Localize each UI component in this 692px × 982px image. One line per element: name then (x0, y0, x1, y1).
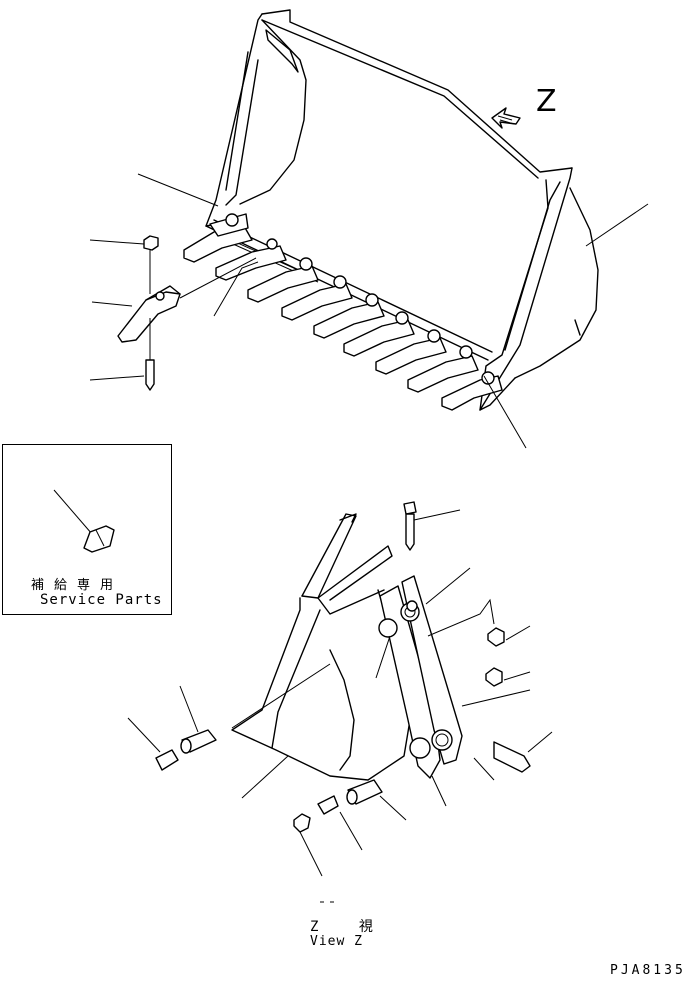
view-direction-arrow (491, 107, 521, 129)
exploded-tooth-parts (89, 235, 257, 391)
bucket-teeth (183, 213, 503, 411)
service-parts-label-jp: 補給専用 (31, 578, 124, 593)
drawing-code: PJA8135 (610, 963, 686, 978)
service-parts-box: 補給専用 Service Parts (2, 444, 172, 615)
grease-fitting-icon (317, 795, 339, 815)
bolt-icon (493, 741, 531, 773)
view-caption-en: View Z (310, 934, 363, 949)
tooth-tip-icon (83, 525, 115, 553)
view-z-detail (127, 501, 553, 903)
nut-icon (485, 667, 503, 687)
service-parts-label-en: Service Parts (40, 592, 163, 608)
nut-icon (143, 235, 159, 251)
grease-fitting-icon (155, 749, 179, 771)
view-caption-jp: Z 視 (310, 919, 389, 935)
bolt-icon (145, 359, 155, 391)
tooth-icon (117, 291, 181, 343)
service-tooth (53, 489, 115, 553)
bucket-assembly (137, 9, 649, 449)
view-marker-letter: Z (536, 84, 557, 119)
nut-icon (293, 813, 311, 833)
bolt-icon (403, 501, 417, 515)
nut-icon (487, 627, 505, 647)
